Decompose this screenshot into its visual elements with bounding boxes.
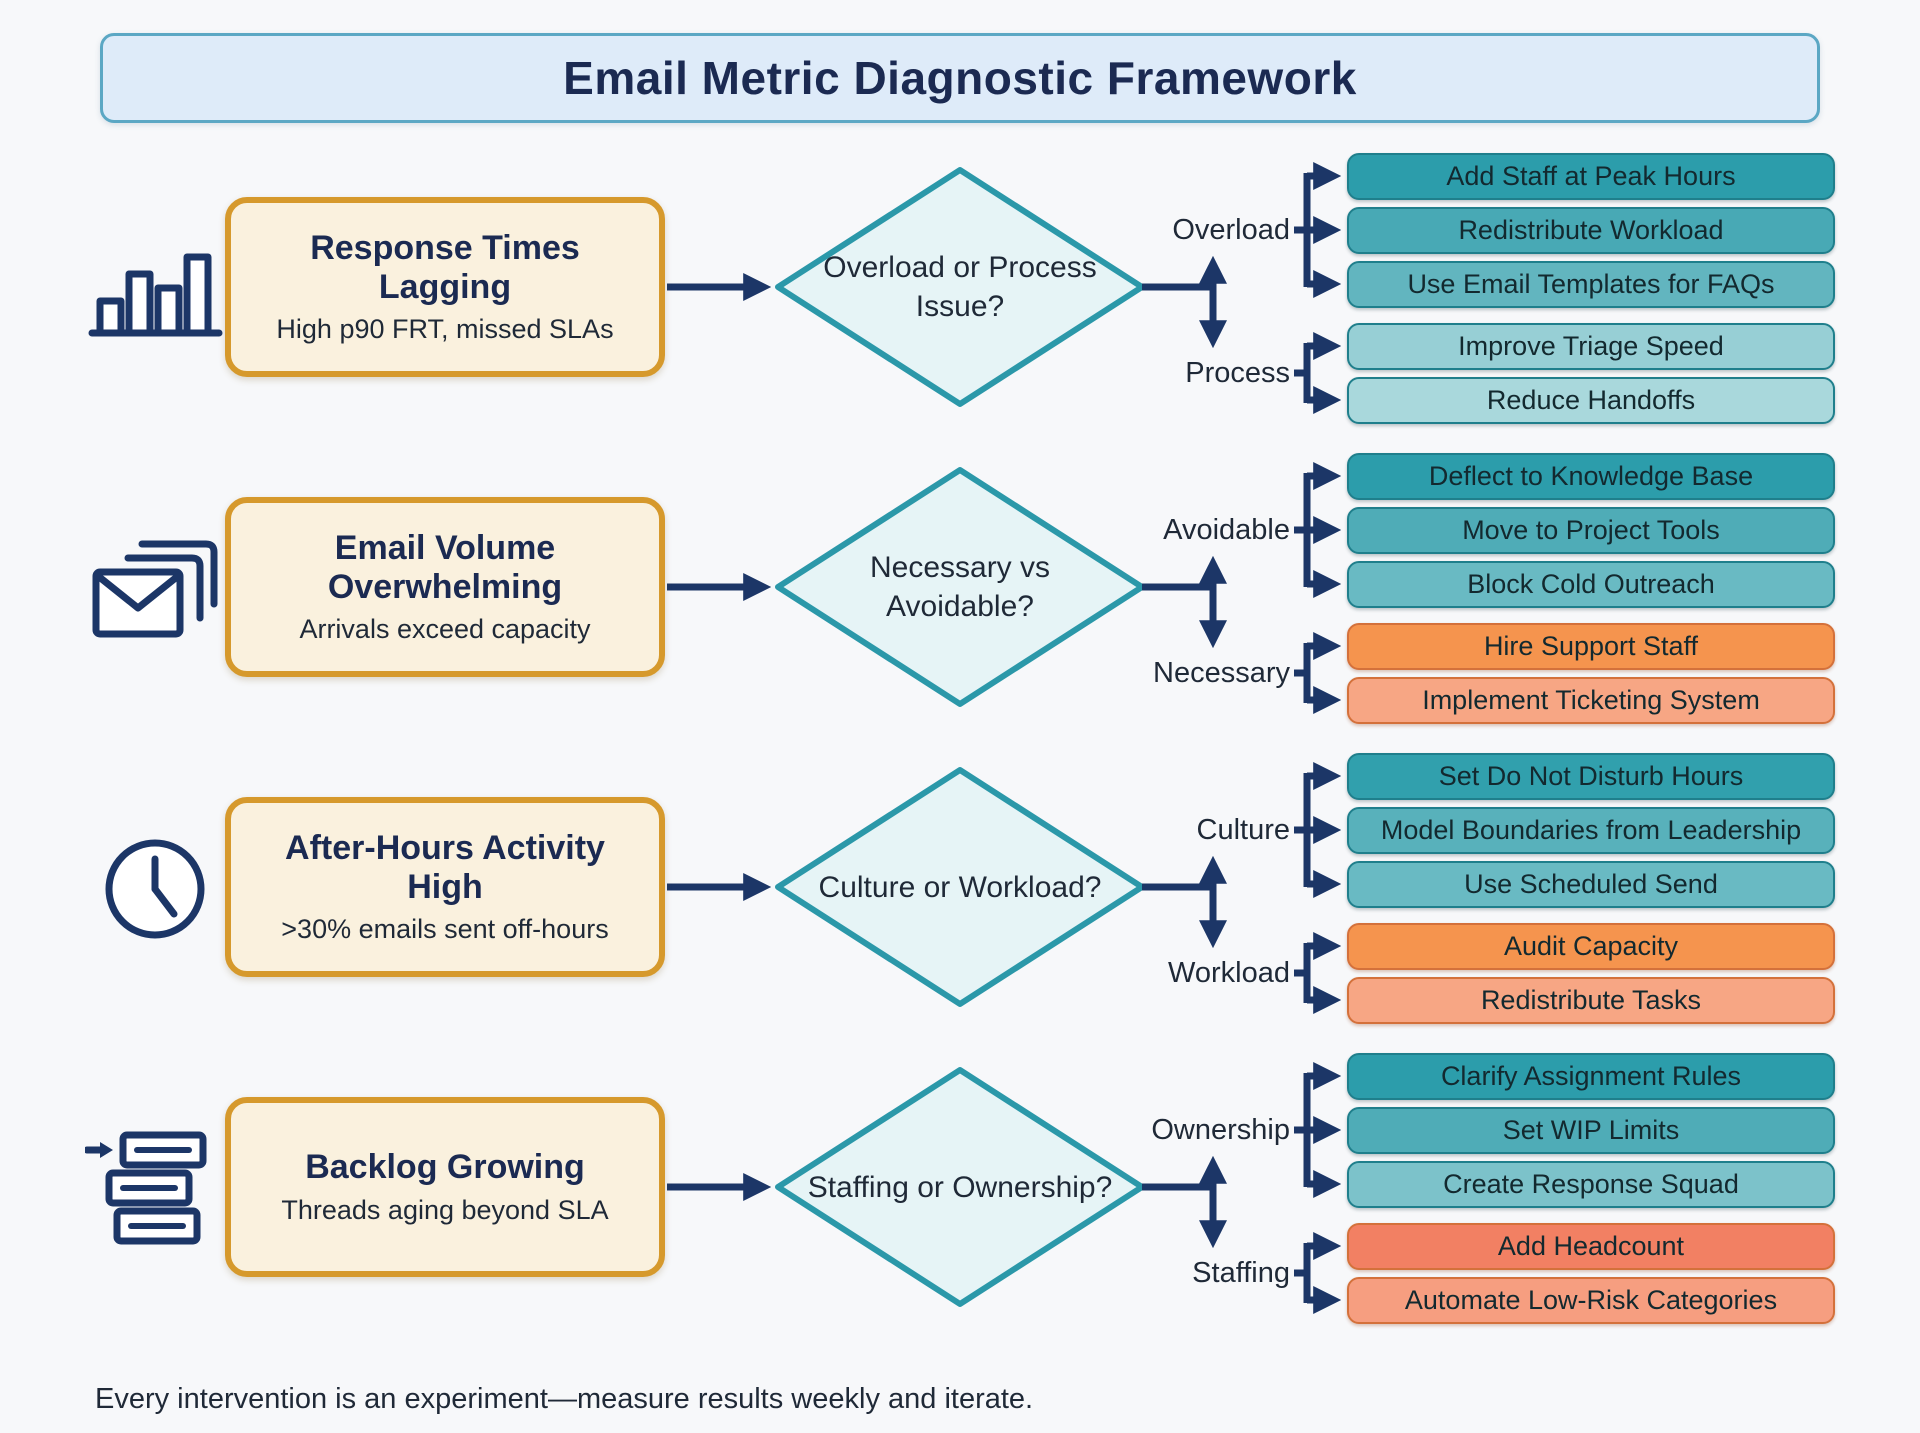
problem-subtitle: >30% emails sent off-hours bbox=[281, 914, 609, 945]
action-pill: Clarify Assignment Rules bbox=[1347, 1053, 1835, 1100]
action-pill: Set WIP Limits bbox=[1347, 1107, 1835, 1154]
branch-label: Ownership bbox=[1151, 1113, 1290, 1146]
branch-label: Workload bbox=[1168, 956, 1290, 989]
action-pill: Improve Triage Speed bbox=[1347, 323, 1835, 370]
branch-label: Culture bbox=[1196, 813, 1291, 846]
problem-subtitle: Arrivals exceed capacity bbox=[299, 614, 591, 645]
action-pill: Use Email Templates for FAQs bbox=[1347, 261, 1835, 308]
bar-chart-icon bbox=[85, 230, 225, 348]
decision-label: Culture or Workload? bbox=[818, 870, 1102, 904]
action-pill: Reduce Handoffs bbox=[1347, 377, 1835, 424]
action-pill: Audit Capacity bbox=[1347, 923, 1835, 970]
backlog-stack-icon bbox=[85, 1130, 225, 1248]
action-pill: Add Headcount bbox=[1347, 1223, 1835, 1270]
branch-label: Avoidable bbox=[1163, 513, 1290, 546]
action-pill: Implement Ticketing System bbox=[1347, 677, 1835, 724]
problem-subtitle: High p90 FRT, missed SLAs bbox=[276, 314, 614, 345]
action-pill: Move to Project Tools bbox=[1347, 507, 1835, 554]
branch-label: Process bbox=[1185, 356, 1290, 389]
action-pill: Create Response Squad bbox=[1347, 1161, 1835, 1208]
branch-label: Staffing bbox=[1192, 1256, 1290, 1289]
problem-box: Email Volume Overwhelming Arrivals excee… bbox=[225, 497, 665, 677]
footer-note: Every intervention is an experiment—meas… bbox=[95, 1383, 1034, 1415]
action-pill: Set Do Not Disturb Hours bbox=[1347, 753, 1835, 800]
action-pill: Add Staff at Peak Hours bbox=[1347, 153, 1835, 200]
problem-box: Backlog Growing Threads aging beyond SLA bbox=[225, 1097, 665, 1277]
decision-label: Staffing or Ownership? bbox=[807, 1170, 1113, 1204]
decision-label: Overload or Process Issue? bbox=[823, 251, 1097, 323]
row-after-hours: After-Hours Activity High >30% emails se… bbox=[0, 740, 1920, 1040]
action-pill: Block Cold Outreach bbox=[1347, 561, 1835, 608]
action-pill: Hire Support Staff bbox=[1347, 623, 1835, 670]
decision-label: Necessary vs Avoidable? bbox=[869, 551, 1051, 623]
email-stack-icon bbox=[85, 530, 225, 648]
action-pill: Deflect to Knowledge Base bbox=[1347, 453, 1835, 500]
action-pill: Automate Low-Risk Categories bbox=[1347, 1277, 1835, 1324]
problem-title: Backlog Growing bbox=[305, 1148, 585, 1187]
action-pill: Use Scheduled Send bbox=[1347, 861, 1835, 908]
clock-icon bbox=[85, 830, 225, 948]
branch-label: Overload bbox=[1172, 213, 1290, 246]
problem-box: Response Times Lagging High p90 FRT, mis… bbox=[225, 197, 665, 377]
action-pill: Redistribute Tasks bbox=[1347, 977, 1835, 1024]
problem-title: Email Volume Overwhelming bbox=[327, 528, 563, 606]
action-pill: Model Boundaries from Leadership bbox=[1347, 807, 1835, 854]
action-pill: Redistribute Workload bbox=[1347, 207, 1835, 254]
row-backlog: Backlog Growing Threads aging beyond SLA… bbox=[0, 1040, 1920, 1340]
problem-subtitle: Threads aging beyond SLA bbox=[281, 1194, 609, 1225]
page-title: Email Metric Diagnostic Framework bbox=[563, 52, 1357, 104]
problem-title: After-Hours Activity High bbox=[285, 828, 605, 906]
problem-title: Response Times Lagging bbox=[310, 228, 580, 306]
row-email-volume: Email Volume Overwhelming Arrivals excee… bbox=[0, 440, 1920, 740]
title-panel: Email Metric Diagnostic Framework bbox=[100, 33, 1820, 123]
row-response-times: Response Times Lagging High p90 FRT, mis… bbox=[0, 140, 1920, 440]
problem-box: After-Hours Activity High >30% emails se… bbox=[225, 797, 665, 977]
branch-label: Necessary bbox=[1153, 656, 1290, 689]
